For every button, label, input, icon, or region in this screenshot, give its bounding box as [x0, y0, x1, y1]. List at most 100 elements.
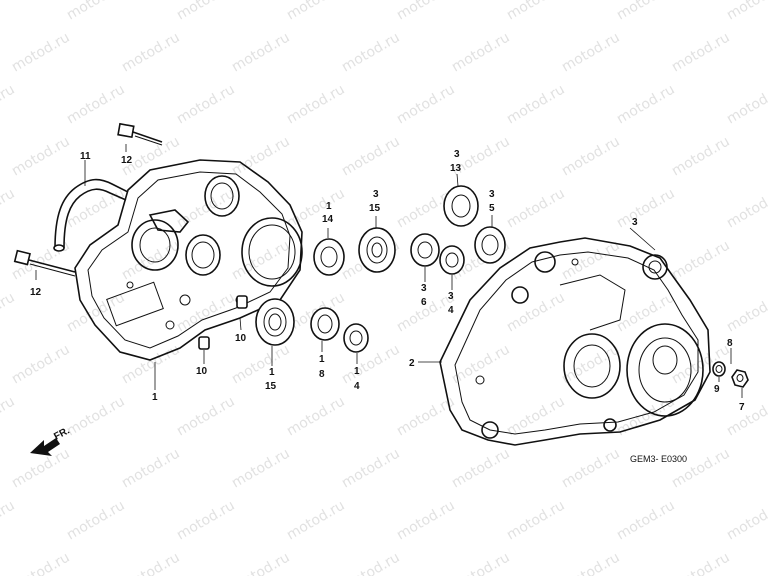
watermark-text: motod.ru: [284, 81, 348, 127]
callout-2: 2: [409, 358, 415, 369]
callout-7: 7: [739, 402, 745, 413]
watermark-text: motod.ru: [559, 133, 623, 179]
watermark-text: motod.ru: [614, 185, 678, 231]
callout-14: 14: [322, 214, 334, 225]
callout-8-right: 8: [727, 338, 733, 349]
watermark-text: motod.ru: [9, 133, 73, 179]
watermark-text: motod.ru: [669, 549, 733, 576]
watermark-text: motod.ru: [559, 237, 623, 283]
callout-15-upper: 15: [369, 203, 381, 214]
callout-6: 6: [421, 297, 427, 308]
watermark-text: motod.ru: [119, 445, 183, 491]
watermark-text: motod.ru: [614, 0, 678, 23]
watermark-text: motod.ru: [339, 29, 403, 75]
watermark-text: motod.ru: [669, 133, 733, 179]
watermark-text: motod.ru: [504, 497, 568, 543]
watermark-text: motod.ru: [669, 445, 733, 491]
watermark-text: motod.ru: [9, 549, 73, 576]
watermark-text: motod.ru: [229, 29, 293, 75]
arrow-icon: [30, 438, 60, 456]
watermark-text: motod.ru: [724, 185, 768, 231]
watermark-text: motod.ru: [174, 393, 238, 439]
bolt-upper: [117, 122, 163, 146]
watermark-text: motod.ru: [724, 81, 768, 127]
watermark-text: motod.ru: [724, 0, 768, 23]
watermark-text: motod.ru: [174, 0, 238, 23]
bearing-3-15: [358, 227, 396, 273]
callout-11: 11: [80, 151, 91, 162]
watermark-text: motod.ru: [229, 445, 293, 491]
watermark-text: motod.ru: [9, 341, 73, 387]
callout-1-c: 1: [319, 354, 325, 365]
callout-1-d: 1: [354, 366, 360, 377]
bearing-1-15-left: [255, 298, 295, 346]
watermark-text: motod.ru: [64, 81, 128, 127]
watermark-text: motod.ru: [64, 497, 128, 543]
watermark-text: motod.ru: [339, 133, 403, 179]
watermark-text: motod.ru: [284, 185, 348, 231]
diagram-code: GEM3- E0300: [630, 454, 687, 464]
callout-labels: 12 11 12 10 10 1 1 14 3 15 3 13 3 5 3 6 …: [30, 149, 745, 413]
watermark-text: motod.ru: [449, 445, 513, 491]
watermark-text: motod.ru: [64, 393, 128, 439]
callout-5: 5: [489, 203, 495, 214]
callout-3-right-case: 3: [632, 217, 638, 228]
washer: [712, 361, 726, 377]
watermark-text: motod.ru: [339, 445, 403, 491]
callout-13: 13: [450, 163, 462, 174]
callout-12-lower: 12: [30, 287, 42, 298]
watermark-text: motod.ru: [504, 393, 568, 439]
watermark-text: motod.ru: [119, 29, 183, 75]
watermark-text: motod.ru: [559, 549, 623, 576]
watermark-text: motod.ru: [669, 29, 733, 75]
callout-3-d: 3: [421, 283, 427, 294]
callout-15-lower: 15: [265, 381, 277, 392]
callout-1-a: 1: [326, 201, 332, 212]
bearing-1-4: [343, 323, 369, 353]
callout-3-c: 3: [489, 189, 495, 200]
callout-3-b: 3: [454, 149, 460, 160]
watermark-text: motod.ru: [614, 497, 678, 543]
watermark-text: motod.ru: [449, 549, 513, 576]
watermark-text: motod.ru: [394, 81, 458, 127]
watermark-text: motod.ru: [504, 0, 568, 23]
watermark-text: motod.ru: [284, 497, 348, 543]
watermark-text: motod.ru: [64, 0, 128, 23]
watermark-text: motod.ru: [174, 497, 238, 543]
nut: [731, 369, 749, 388]
watermark-text: motod.ru: [504, 289, 568, 335]
callout-8-lower: 8: [319, 369, 325, 380]
callout-10-upper: 10: [235, 333, 247, 344]
bearing-3-5: [474, 226, 506, 264]
watermark-text: motod.ru: [339, 549, 403, 576]
watermark-text: motod.ru: [724, 289, 768, 335]
watermark-text: motod.ru: [119, 341, 183, 387]
watermark-text: motod.ru: [0, 497, 18, 543]
watermark-text: motod.ru: [504, 185, 568, 231]
right-crankcase: [439, 237, 711, 446]
leader-lines: [35, 144, 743, 398]
bolt-lower: [13, 249, 76, 277]
dowel-pin-a: [236, 295, 248, 309]
watermark-text: motod.ru: [119, 549, 183, 576]
watermark-text: motod.ru: [229, 133, 293, 179]
callout-9: 9: [714, 384, 720, 395]
watermark-text: motod.ru: [504, 81, 568, 127]
watermark-text: motod.ru: [9, 29, 73, 75]
watermark-text: motod.ru: [0, 81, 18, 127]
callout-10-lower: 10: [196, 366, 208, 377]
watermark-text: motod.ru: [449, 29, 513, 75]
watermark-text: motod.ru: [449, 341, 513, 387]
watermark-text: motod.ru: [0, 393, 18, 439]
breather-tube: [53, 178, 129, 252]
watermark-text: motod.ru: [614, 81, 678, 127]
watermark-text: motod.ru: [229, 341, 293, 387]
watermark-text: motod.ru: [0, 289, 18, 335]
callout-4-upper: 4: [448, 305, 454, 316]
dowel-pin-b: [198, 336, 210, 350]
watermark-text: motod.ru: [559, 29, 623, 75]
watermark-text: motod.ru: [174, 289, 238, 335]
bearing-3-6: [410, 233, 440, 267]
